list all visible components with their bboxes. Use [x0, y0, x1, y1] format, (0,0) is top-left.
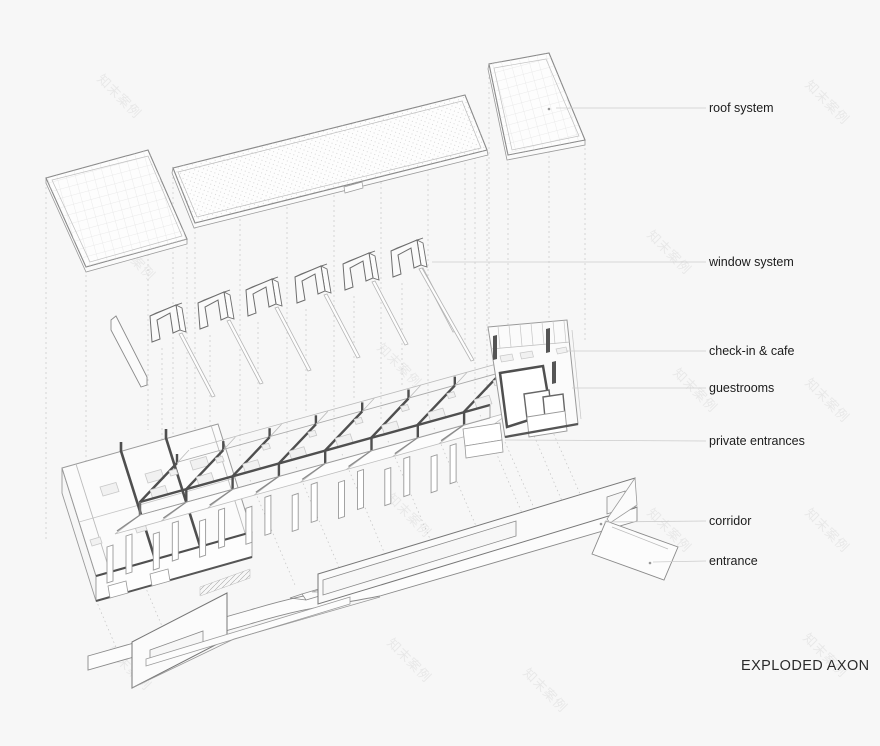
checkin-cafe-block	[462, 319, 582, 459]
roof-panel-left	[45, 149, 188, 273]
projection-lines-tilted	[95, 402, 596, 653]
window-system	[110, 237, 475, 398]
private-entrance-stoop	[149, 568, 171, 587]
label-guestrooms: guestrooms	[709, 381, 775, 395]
private-entrance-stoop	[107, 580, 129, 599]
entrance-platform	[591, 520, 679, 581]
column	[552, 361, 556, 384]
leader-lines	[432, 107, 707, 563]
leader-dots	[547, 107, 652, 565]
label-private-entrances: private entrances	[709, 434, 805, 448]
private-entrance-stoop	[464, 439, 504, 459]
entry-ramp-wall	[131, 592, 381, 689]
guestroom-bar	[105, 351, 541, 585]
label-entrance: entrance	[709, 554, 758, 568]
diagram-title: EXPLODED AXON	[741, 658, 870, 674]
corridor-assembly	[87, 476, 679, 689]
label-window-system: window system	[709, 255, 794, 269]
label-corridor: corridor	[709, 514, 752, 528]
window-fin-long	[418, 267, 475, 362]
label-roof-system: roof system	[709, 101, 774, 115]
label-check-in-cafe: check-in & cafe	[709, 344, 795, 358]
column	[546, 328, 550, 353]
window-fin-standalone	[110, 315, 148, 388]
corridor-wall	[317, 477, 636, 605]
roof-panel-long	[171, 94, 489, 229]
roof-panel-right	[487, 52, 586, 161]
column	[493, 335, 497, 360]
